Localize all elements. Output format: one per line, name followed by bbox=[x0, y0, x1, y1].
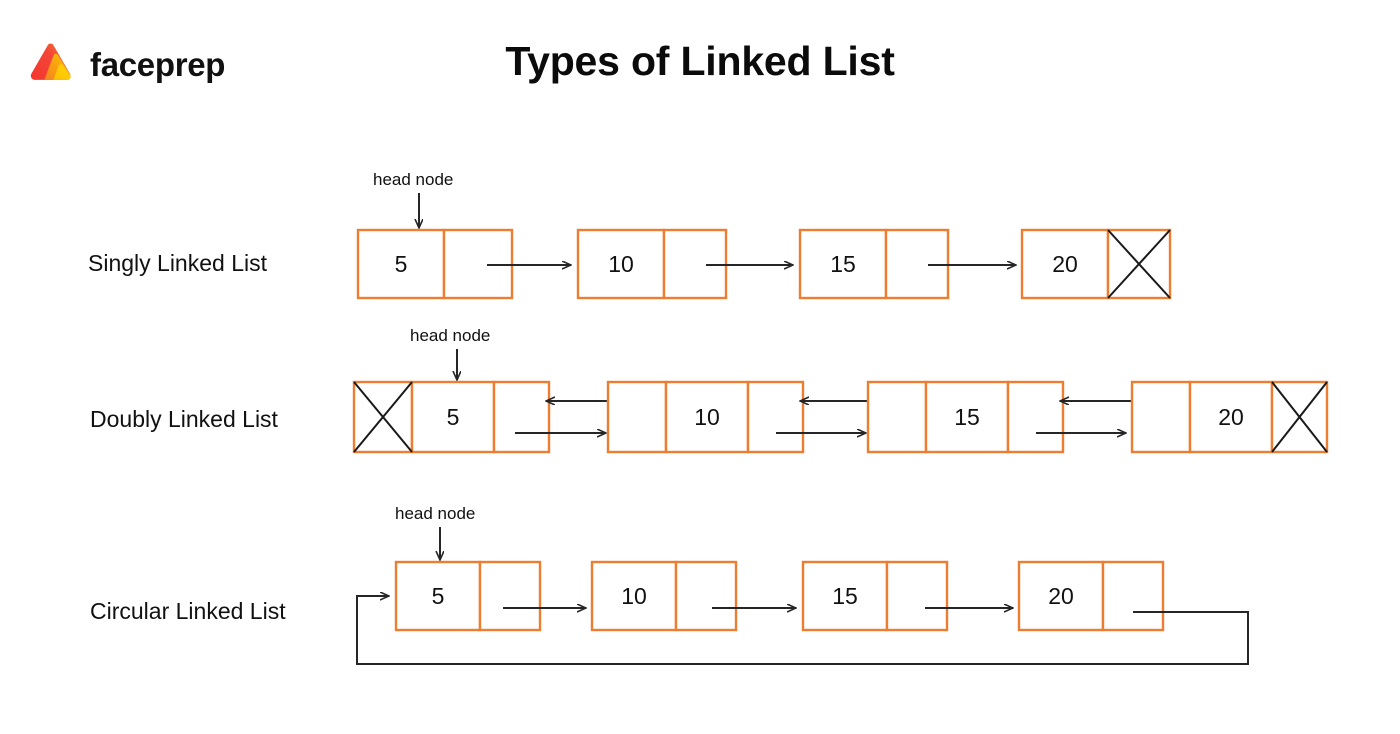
doubly-node-4-value: 20 bbox=[1218, 404, 1244, 430]
doubly-node-1-value: 5 bbox=[447, 404, 460, 430]
brand-logo-lockup: faceprep bbox=[24, 38, 225, 90]
doubly-null-next-x-icon bbox=[1271, 381, 1328, 453]
circular-node-2-value: 10 bbox=[621, 583, 647, 609]
doubly-node-1: 5 bbox=[352, 380, 551, 454]
head-node-caption-circular: head node bbox=[395, 504, 476, 523]
singly-linked-list-row: 5 10 15 20 bbox=[356, 193, 1172, 300]
circular-node-4: 20 bbox=[1017, 560, 1165, 632]
doubly-linked-list-row: 5 10 bbox=[352, 349, 1329, 454]
doubly-node-4-data-cell bbox=[1188, 380, 1274, 454]
brand-name: faceprep bbox=[90, 45, 226, 83]
circular-linked-list-row: 5 10 15 20 bbox=[356, 527, 1249, 665]
circular-node-4-value: 20 bbox=[1048, 583, 1074, 609]
singly-node-1: 5 bbox=[356, 228, 514, 300]
doubly-node-3-value: 15 bbox=[954, 404, 980, 430]
doubly-node-3: 15 bbox=[866, 380, 1065, 454]
singly-node-3-value: 15 bbox=[830, 251, 856, 277]
circular-node-3-data-cell bbox=[801, 560, 889, 632]
circular-node-4-next-cell bbox=[1101, 560, 1165, 632]
singly-node-1-data-cell bbox=[356, 228, 446, 300]
faceprep-triangle-logo-icon bbox=[30, 43, 71, 80]
singly-node-1-value: 5 bbox=[395, 251, 408, 277]
doubly-node-2-value: 10 bbox=[694, 404, 720, 430]
singly-node-2: 10 bbox=[576, 228, 728, 300]
circular-node-2: 10 bbox=[590, 560, 738, 632]
circular-node-1-data-cell bbox=[394, 560, 482, 632]
singly-node-4-value: 20 bbox=[1052, 251, 1078, 277]
head-node-caption-singly: head node bbox=[373, 170, 454, 189]
circular-node-1-next-cell bbox=[478, 560, 542, 632]
doubly-node-4: 20 bbox=[1130, 380, 1329, 454]
row-label-singly-linked-list: Singly Linked List bbox=[88, 250, 267, 276]
doubly-node-2-prev-cell bbox=[606, 380, 668, 454]
doubly-node-4-prev-cell bbox=[1130, 380, 1192, 454]
circular-wrap-around-arrow bbox=[356, 596, 1249, 665]
singly-null-pointer-x-icon bbox=[1107, 229, 1171, 299]
circular-node-4-data-cell bbox=[1017, 560, 1105, 632]
singly-node-4: 20 bbox=[1020, 228, 1172, 300]
circular-node-1-value: 5 bbox=[432, 583, 445, 609]
doubly-null-prev-x-icon bbox=[353, 381, 413, 453]
page-title: Types of Linked List bbox=[505, 38, 895, 84]
row-label-circular-linked-list: Circular Linked List bbox=[90, 598, 286, 624]
head-node-caption-doubly: head node bbox=[410, 326, 491, 345]
circular-node-2-next-cell bbox=[674, 560, 738, 632]
circular-node-3-value: 15 bbox=[832, 583, 858, 609]
row-label-doubly-linked-list: Doubly Linked List bbox=[90, 406, 278, 432]
doubly-node-1-data-cell bbox=[410, 380, 496, 454]
doubly-node-2-data-cell bbox=[664, 380, 750, 454]
singly-node-2-value: 10 bbox=[608, 251, 634, 277]
singly-node-3-data-cell bbox=[798, 228, 888, 300]
doubly-node-2: 10 bbox=[606, 380, 805, 454]
circular-node-3: 15 bbox=[801, 560, 949, 632]
circular-node-1: 5 bbox=[394, 560, 542, 632]
circular-node-3-next-cell bbox=[885, 560, 949, 632]
doubly-node-1-next-cell bbox=[492, 380, 551, 454]
doubly-node-2-next-cell bbox=[746, 380, 805, 454]
singly-node-3: 15 bbox=[798, 228, 950, 300]
doubly-node-3-next-cell bbox=[1006, 380, 1065, 454]
doubly-node-3-prev-cell bbox=[866, 380, 928, 454]
